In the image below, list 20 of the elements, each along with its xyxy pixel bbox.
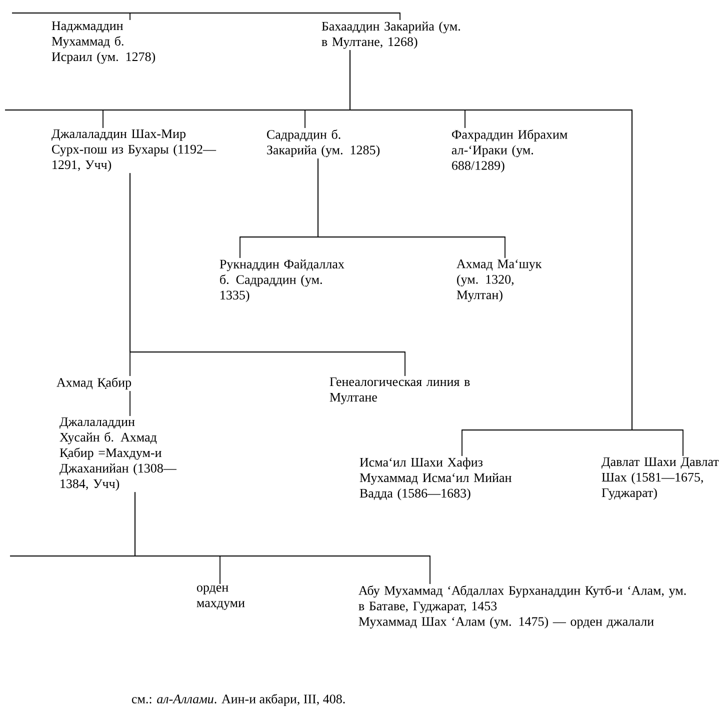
tree-line (12, 12, 400, 20)
tree-line (350, 50, 684, 456)
person-name: Джалаладдин Хусайн б. Ахмад К̣абир =Махдум-и Джаханийан (1308—1384, Учч) (60, 417, 177, 491)
person-name: Садраддин б. Закарийа (ум. 1285) (266, 129, 380, 158)
person-name: Бахааддин Закарийа (ум. в Мултане, 1268) (322, 21, 460, 49)
person-name: Ахмад Ма‘шук (ум. 1320, Мултан) (456, 259, 542, 302)
person-name: Наджмаддин Мухаммад б. Исраил (ум. 1278) (52, 21, 156, 64)
tree-line (130, 172, 406, 376)
person-name: Джалаладдин Шах-Мир Сурх-пош из Бухары (1192—1291, Учч) (52, 129, 216, 172)
tree-line (318, 158, 506, 258)
person-name: Исма‘ил Шахи Хафиз Мухаммад Исма‘ил Мийан Вадда (1586—1683) (360, 457, 512, 500)
tree-line (134, 492, 430, 584)
person-name: Рукнаддин Файдаллах б. Садраддин (ум. 1335) (220, 259, 344, 302)
caption: см.: ал-Аллами. Аин-и акбари, III, 408. (132, 694, 345, 706)
person-name: Абу Мухаммад ‘Абдаллах Бурханаддин Кутб-и ‘Алам, ум. в Батаве, Гуджарат, 1453 Мухаммад Шах ‘Алам (ум. 1475) — орден джалали (358, 585, 686, 629)
person-name: Давлат Шахи Давлат Шах (1581—1675, Гуджарат) (602, 457, 719, 500)
person-name: Фахраддин Ибрахим ал-‘Ираки (ум. 688/1289) (452, 129, 568, 173)
lineage-label: орден махдуми (196, 585, 245, 610)
lineage-label: Генеалогическая линия в Мултане (330, 377, 470, 404)
person-name: Ахмад К̣абир (56, 377, 132, 390)
